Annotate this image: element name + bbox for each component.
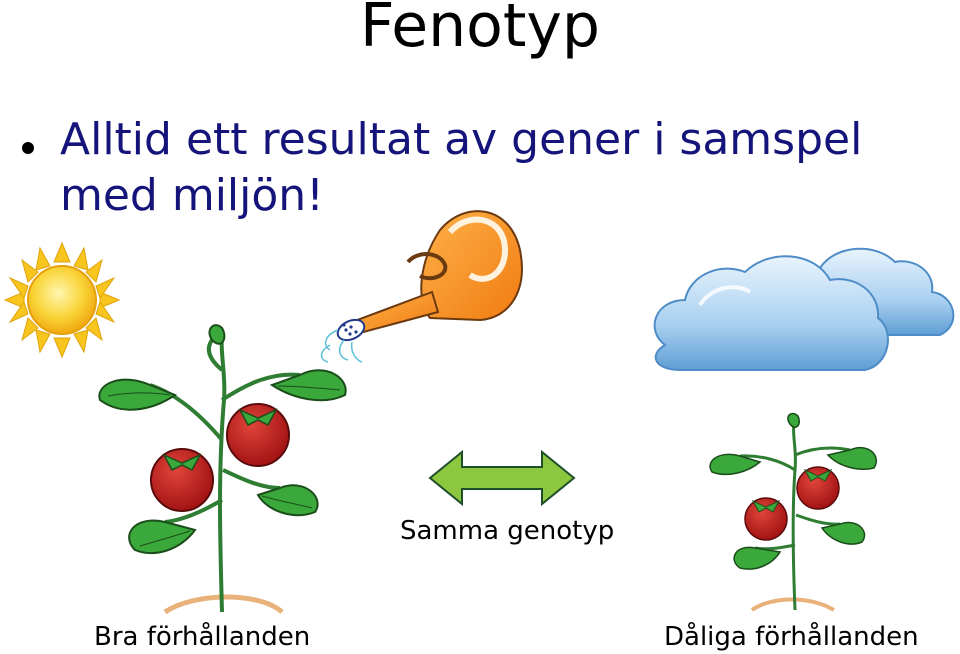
tomato [150,448,214,512]
same-genotype-label: Samma genotyp [400,516,615,546]
bullet-text: Alltid ett resultat av gener i samspel m… [60,114,863,221]
tomato-plant-small [709,412,877,612]
bullet-icon [22,142,34,154]
tomato [226,403,290,467]
tomato [744,497,788,541]
tomato-plant-large [98,324,347,615]
good-conditions-label: Bra förhållanden [94,622,311,652]
sun-icon [3,241,121,359]
tomato [796,466,840,510]
double-arrow-icon [428,449,576,507]
watering-can-icon [320,210,523,363]
cloud-icon [653,247,955,371]
bad-conditions-label: Dåliga förhållanden [664,622,919,652]
slide-title: Fenotyp [360,0,600,61]
